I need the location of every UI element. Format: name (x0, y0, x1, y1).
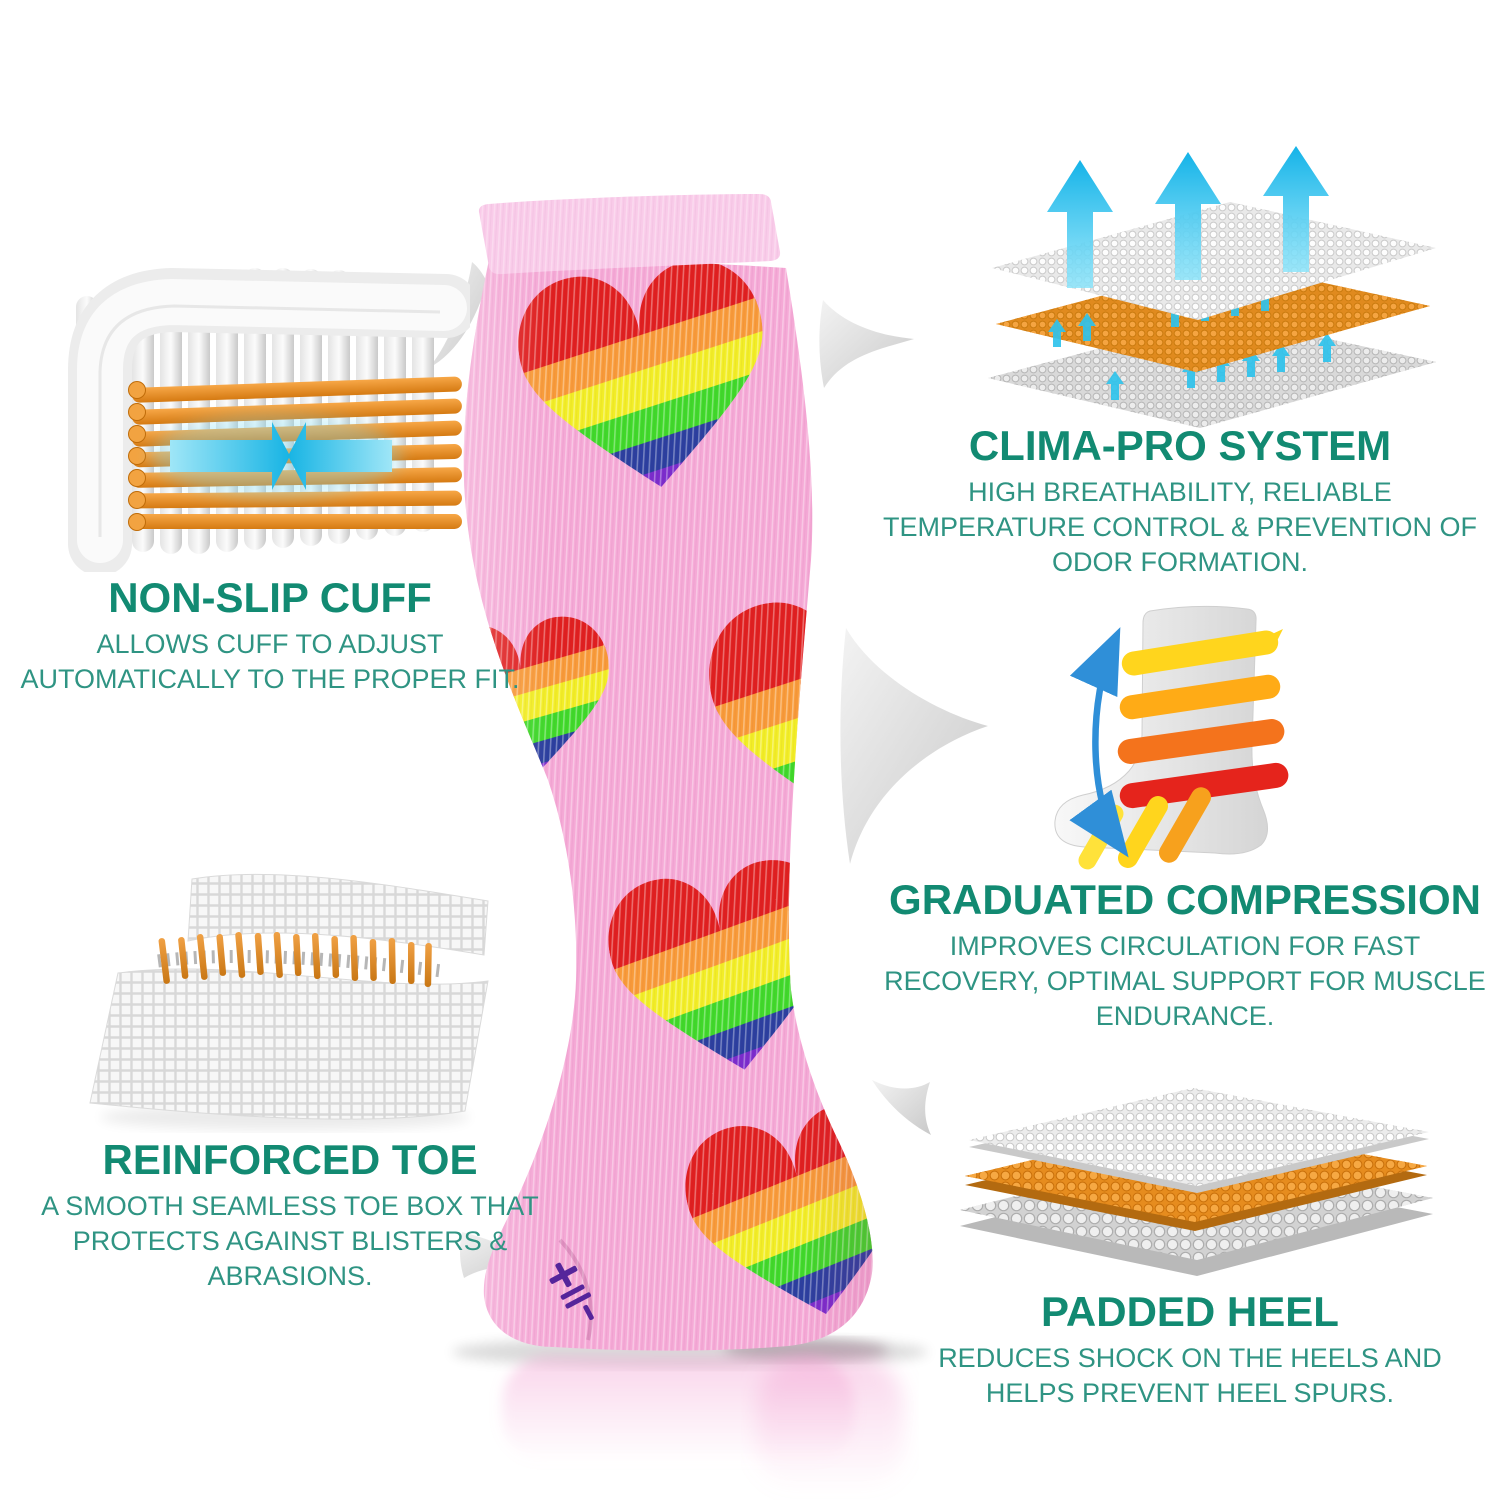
feature-title: GRADUATED COMPRESSION (889, 876, 1481, 923)
mesh-sheet-bottom (89, 968, 489, 1120)
feature-title: CLIMA-PRO SYSTEM (968, 422, 1392, 469)
callout-pointer-padded-heel (872, 1080, 931, 1135)
sock-reflection (452, 1336, 928, 1494)
compression-bands (1078, 629, 1289, 870)
feature-title: REINFORCED TOE (102, 1136, 478, 1183)
stitched-seam (157, 932, 443, 988)
breathability-arrows-icon (1047, 146, 1329, 288)
feature-reinforced-toe: REINFORCED TOE A SMOOTH SEAMLESS TOE BOX… (5, 1136, 575, 1294)
gradient-direction-arrow-icon (1069, 627, 1129, 858)
brand-stitch-mark (549, 1262, 594, 1321)
graduated-compression-illustration (1054, 605, 1289, 870)
sock-cuff (478, 194, 781, 275)
band-arrow-tip (1257, 629, 1283, 653)
feature-graduated-compression: GRADUATED COMPRESSION IMPROVES CIRCULATI… (880, 876, 1490, 1034)
compression-arrows-icon (151, 414, 401, 498)
feature-title: NON-SLIP CUFF (108, 574, 432, 621)
non-slip-cuff-illustration (68, 267, 470, 572)
feature-description: IMPROVES CIRCULATION FOR FAST RECOVERY, … (884, 931, 1486, 1032)
feature-description: HIGH BREATHABILITY, RELIABLE TEMPERATURE… (882, 477, 1478, 578)
mesh-sheet-top (187, 873, 489, 956)
padded-heel-illustration (960, 1088, 1433, 1276)
callout-pointer-clima-pro (819, 300, 914, 388)
feature-padded-heel: PADDED HEEL REDUCES SHOCK ON THE HEELS A… (900, 1288, 1480, 1411)
feature-non-slip-cuff: NON-SLIP CUFF ALLOWS CUFF TO ADJUST AUTO… (0, 574, 540, 697)
sock (463, 194, 873, 1351)
callout-pointer-graduated-compression (840, 628, 988, 864)
folded-cuff-roll (68, 267, 470, 572)
feature-description: A SMOOTH SEAMLESS TOE BOX THAT PROTECTS … (41, 1191, 539, 1292)
cushion-layer-top (969, 1088, 1429, 1193)
reinforced-toe-illustration (89, 873, 489, 1130)
mesh-layer-top (992, 202, 1436, 320)
feature-clima-pro: CLIMA-PRO SYSTEM HIGH BREATHABILITY, REL… (870, 422, 1490, 580)
feature-title: PADDED HEEL (1041, 1288, 1339, 1335)
toe-seam (558, 1238, 593, 1341)
mesh-layer-middle (996, 262, 1430, 372)
rainbow-heart-pattern (463, 255, 873, 1351)
feature-description: ALLOWS CUFF TO ADJUST AUTOMATICALLY TO T… (20, 629, 520, 695)
feature-description: REDUCES SHOCK ON THE HEELS AND HELPS PRE… (938, 1343, 1442, 1409)
clima-pro-illustration (988, 146, 1436, 428)
